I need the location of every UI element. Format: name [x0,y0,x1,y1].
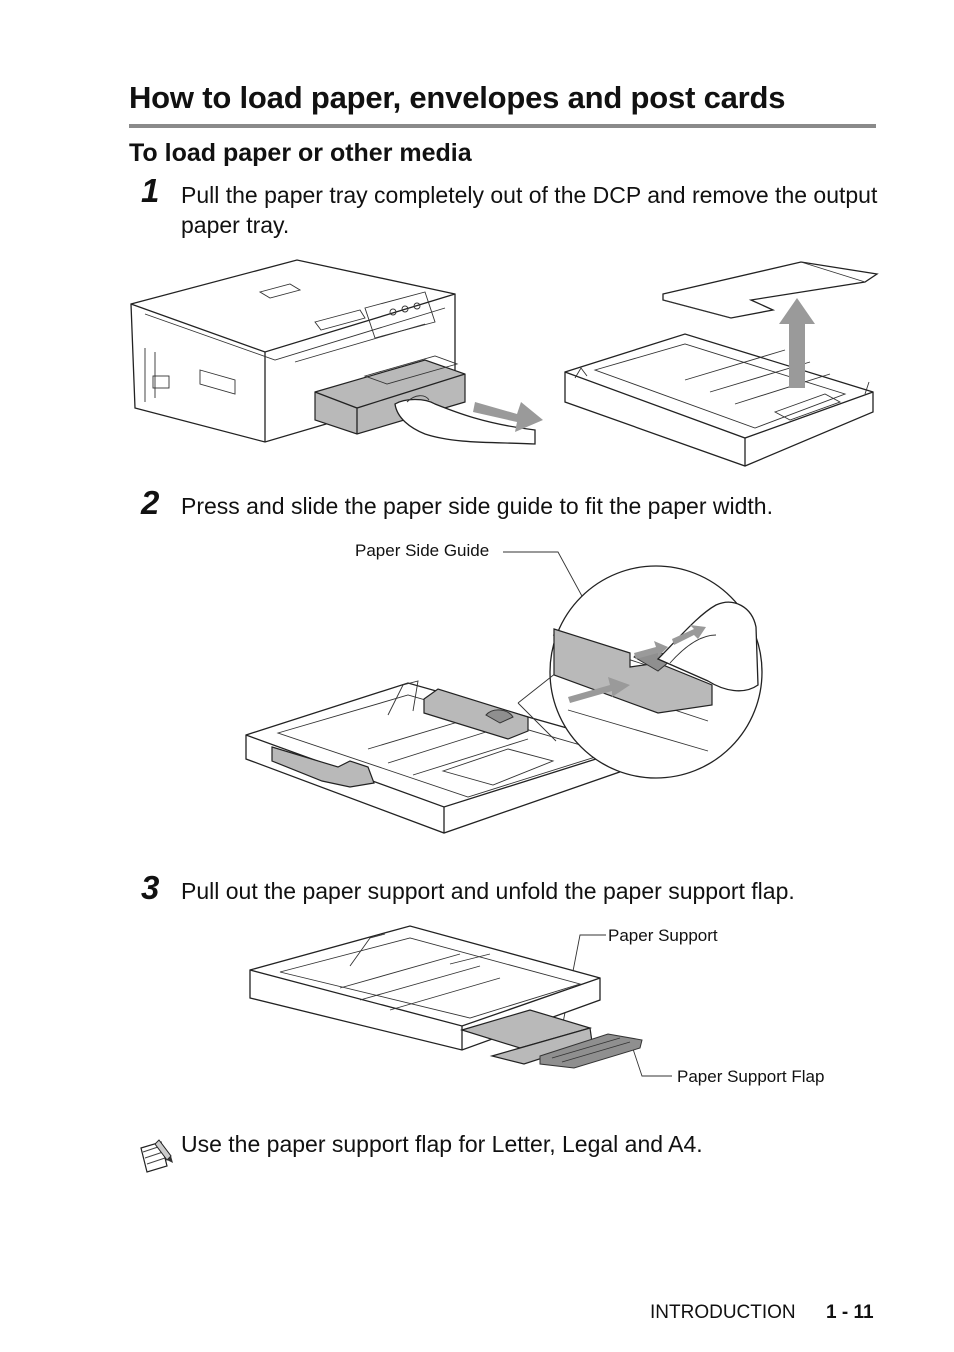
lift-arrow-icon [779,298,815,388]
step-3-number: 3 [141,869,160,906]
slide-arrow-icon [568,677,630,703]
printer-drawing [130,259,543,445]
step-1-number: 1 [141,172,160,209]
illustration-side-guide [245,551,763,834]
section-subtitle: To load paper or other media [129,139,472,167]
illustration-paper-support [249,925,672,1077]
page-title: How to load paper, envelopes and post ca… [129,80,786,115]
paper-support-label: Paper Support [608,926,718,945]
paper-side-guide-label: Paper Side Guide [355,541,490,560]
step-2-text: Press and slide the paper side guide to … [181,493,773,519]
step-2-number: 2 [141,484,160,521]
footer-section: INTRODUCTION [650,1302,796,1323]
note-icon [140,1139,173,1173]
tray-drawing-1 [564,261,879,467]
note-text: Use the paper support flap for Letter, L… [181,1131,703,1157]
title-rule [129,124,876,128]
footer-page-number: 1 - 11 [826,1302,874,1323]
step-3-text: Pull out the paper support and unfold th… [181,878,795,904]
illustration-remove-tray [130,259,879,467]
step-1-text: Pull the paper tray completely out of th… [181,182,878,238]
pull-arrow-icon [473,402,543,432]
paper-support-flap-label: Paper Support Flap [677,1067,825,1086]
